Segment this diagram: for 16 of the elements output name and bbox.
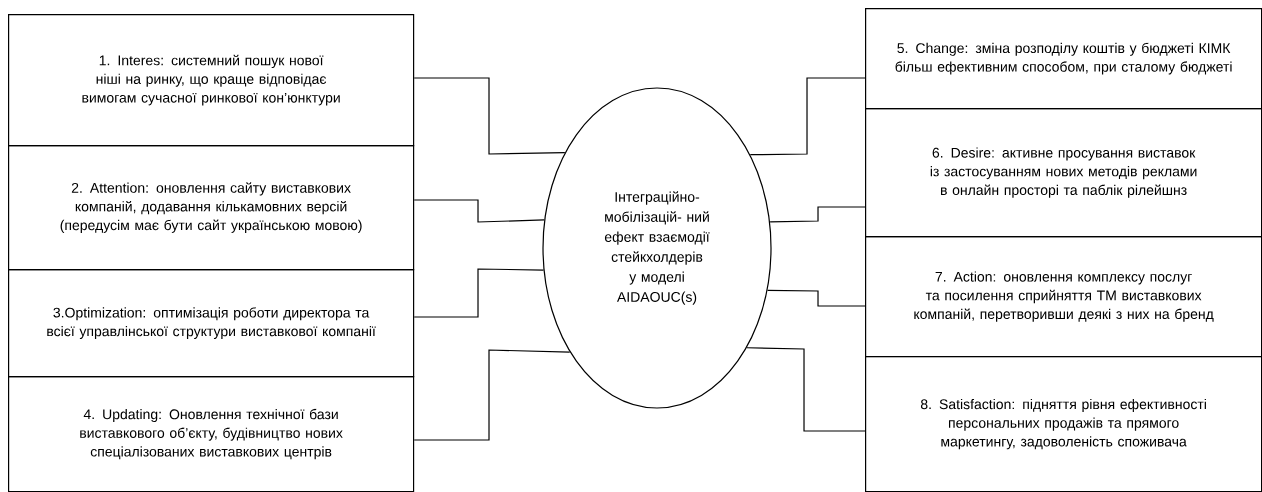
- process-box: 1. Interes: системний пошук нової ніші на ринку, що краще відповідає вимогам сучасної ринкової кон’юнктури: [8, 14, 415, 147]
- connector-line: [749, 77, 866, 156]
- process-box: 8. Satisfaction: підняття рівня ефективності персональних продажів та прямого маркетингу, задоволеність споживача: [865, 356, 1262, 492]
- connector-line: [413, 77, 566, 155]
- connector-line: [413, 199, 545, 223]
- process-box: 5. Change: зміна розподілу коштів у бюджеті КІМК більш ефективним способом, при сталому бюджеті: [865, 8, 1262, 110]
- connector-line: [413, 349, 571, 441]
- connector-line: [769, 206, 866, 223]
- process-box: 7. Action: оновлення комплексу послуг та посилення сприйняття ТМ виставкових компаній, перетворивши деякі з них на бренд: [865, 236, 1262, 358]
- process-box: 2. Attention: оновлення сайту виставкових компаній, додавання кількамовних версій (передусім має бути сайт українською мовою): [8, 145, 415, 271]
- process-box: 3.Optimization: оптимізація роботи директора та всієї управлінської структури виставкової компанії: [8, 269, 415, 378]
- connector-line: [766, 289, 866, 307]
- process-box: 6. Desire: активне просування виставок із застосуванням нових методів реклами в онлайн просторі та паблік рілейшнз: [865, 108, 1262, 238]
- connector-line: [413, 268, 545, 318]
- connector-line: [746, 347, 866, 432]
- process-box: 4. Updating: Оновлення технічної бази виставкового об’єкту, будівництво нових спеціалізованих виставкових центрів: [8, 376, 415, 492]
